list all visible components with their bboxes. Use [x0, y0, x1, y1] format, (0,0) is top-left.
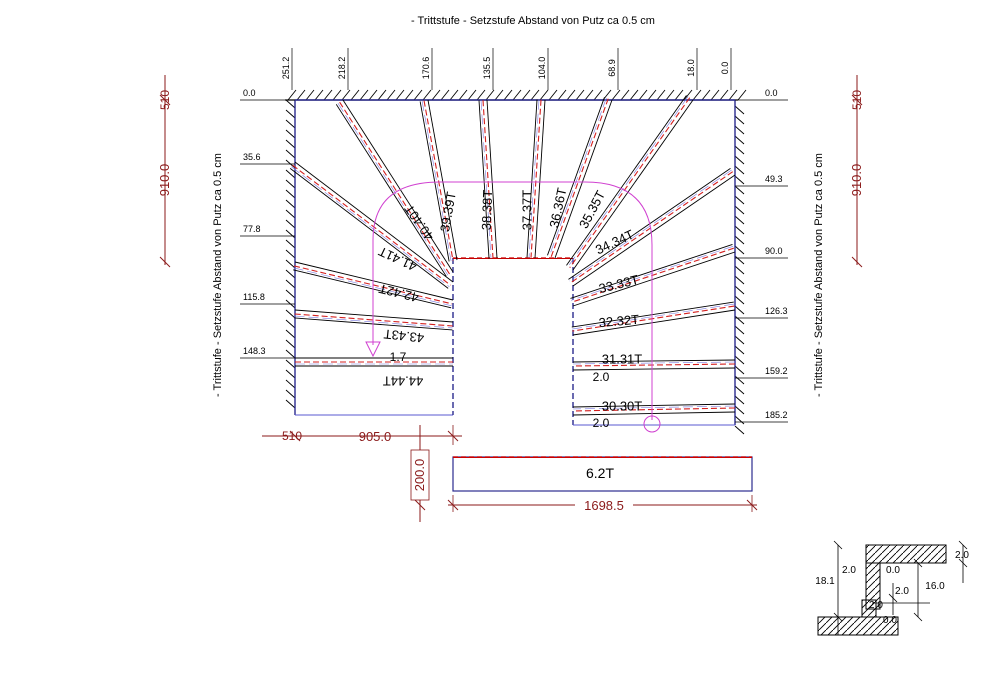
step-label: 39.39T: [437, 191, 459, 234]
step-label: 34.34T: [593, 227, 636, 258]
tread-line: [335, 99, 454, 277]
tread-line: [526, 99, 546, 259]
right-tick-label: 90.0: [765, 246, 783, 256]
left-tick-label: 0.0: [243, 88, 256, 98]
step-label: 40.40T: [401, 202, 437, 244]
dim-510-left: 510: [158, 90, 172, 110]
top-tick-label: 251.2: [281, 57, 291, 80]
dimension-left-vertical: 510 910.0: [157, 75, 172, 268]
step-label: 35.35T: [576, 188, 608, 231]
top-tick-label: 0.0: [720, 62, 730, 75]
step-label: 43.43T: [383, 326, 425, 345]
step-label: 36.36T: [546, 186, 569, 229]
dim-510-right: 510: [850, 90, 864, 110]
label-2-0-b: 2.0: [593, 416, 610, 430]
side-label-right: - Trittstufe - Setzstufe Abstand von Put…: [813, 153, 825, 397]
section-detail: 18.1 2.0 0.0 2.0 16.0 2.0 0.0 2.0: [815, 540, 969, 636]
dim-905: 905.0: [359, 429, 392, 444]
step-label: 41.41T: [376, 244, 419, 275]
top-tick-label: 104.0: [537, 57, 547, 80]
tread-line: [478, 99, 498, 259]
left-tick-label: 35.6: [243, 152, 261, 162]
right-tick-label: 159.2: [765, 366, 788, 376]
tread-line: [570, 243, 736, 307]
right-tick-label: 126.3: [765, 306, 788, 316]
top-tick-label: 68.9: [607, 59, 617, 77]
stair-outline: [294, 99, 736, 426]
step-label: 30.30T: [602, 398, 643, 413]
top-tick-label: 170.6: [421, 57, 431, 80]
detail-16-0: 16.0: [925, 581, 945, 592]
landing: 6.2T: [452, 456, 753, 492]
top-tick-label: 18.0: [686, 59, 696, 77]
walking-line: [365, 181, 661, 433]
tread-line: [547, 97, 613, 259]
step-label: 32.32T: [598, 312, 640, 330]
detail-18-1: 18.1: [815, 576, 835, 587]
step-label: 38.38T: [479, 189, 495, 230]
left-tick-label: 148.3: [243, 346, 266, 356]
right-tick-label: 185.2: [765, 410, 788, 420]
dim-510-bottom: 510: [282, 429, 302, 443]
right-tick-label: 49.3: [765, 174, 783, 184]
top-tick-labels: 251.2 218.2 170.6 135.5 104.0 68.9 18.0 0.0: [281, 48, 732, 90]
label-1-7: 1.7: [390, 350, 407, 364]
treads: [289, 95, 736, 416]
label-2-0-a: 2.0: [593, 370, 610, 384]
tread-line: [295, 357, 453, 367]
step-label: 37.37T: [519, 190, 534, 231]
left-tick-label: 115.8: [243, 292, 265, 302]
step-label: 31.31T: [602, 351, 643, 366]
right-wall-hatching: [734, 105, 745, 435]
dimension-1698: 1698.5: [447, 495, 758, 513]
dim-910-left: 910.0: [157, 164, 172, 197]
tread-line: [572, 359, 736, 371]
tread-line: [572, 403, 736, 416]
tread-line: [289, 161, 454, 289]
tread-line: [571, 301, 736, 336]
top-tick-label: 135.5: [482, 57, 492, 80]
tread-line: [566, 95, 694, 271]
drawing-title: - Trittstufe - Setzstufe Abstand von Put…: [411, 15, 655, 27]
right-tick-labels: 0.0 49.3 90.0 126.3 159.2 185.2: [735, 88, 788, 423]
step-label: 33.33T: [597, 272, 640, 296]
detail-0-0-b: 0.0: [883, 615, 897, 626]
detail-2-0-d: 2.0: [869, 600, 883, 611]
top-wall-hatching: [285, 89, 747, 101]
left-tick-labels: 0.0 35.6 77.8 115.8 148.3: [240, 88, 295, 359]
dim-910-right: 910.0: [849, 164, 864, 197]
side-label-left: - Trittstufe - Setzstufe Abstand von Put…: [212, 153, 224, 397]
tread-line: [294, 309, 454, 331]
dimension-right-vertical: 510 910.0: [849, 75, 864, 268]
dim-200: 200.0: [412, 459, 427, 492]
step-label: 44.44T: [383, 374, 424, 389]
left-tick-label: 77.8: [243, 224, 261, 234]
detail-2-0-c: 2.0: [955, 550, 969, 561]
tread-line: [419, 99, 458, 262]
detail-0-0-a: 0.0: [886, 565, 900, 576]
detail-2-0-a: 2.0: [842, 565, 856, 576]
landing-label: 6.2T: [586, 465, 614, 481]
right-tick-label: 0.0: [765, 88, 778, 98]
left-wall-hatching: [285, 99, 296, 409]
dimension-200: 200.0: [410, 425, 430, 522]
dim-1698: 1698.5: [584, 498, 624, 513]
dimension-bottom-905: 510 905.0: [262, 425, 462, 445]
top-tick-label: 218.2: [337, 57, 347, 80]
detail-2-0-b: 2.0: [895, 586, 909, 597]
step-label: 42.42T: [377, 281, 420, 305]
